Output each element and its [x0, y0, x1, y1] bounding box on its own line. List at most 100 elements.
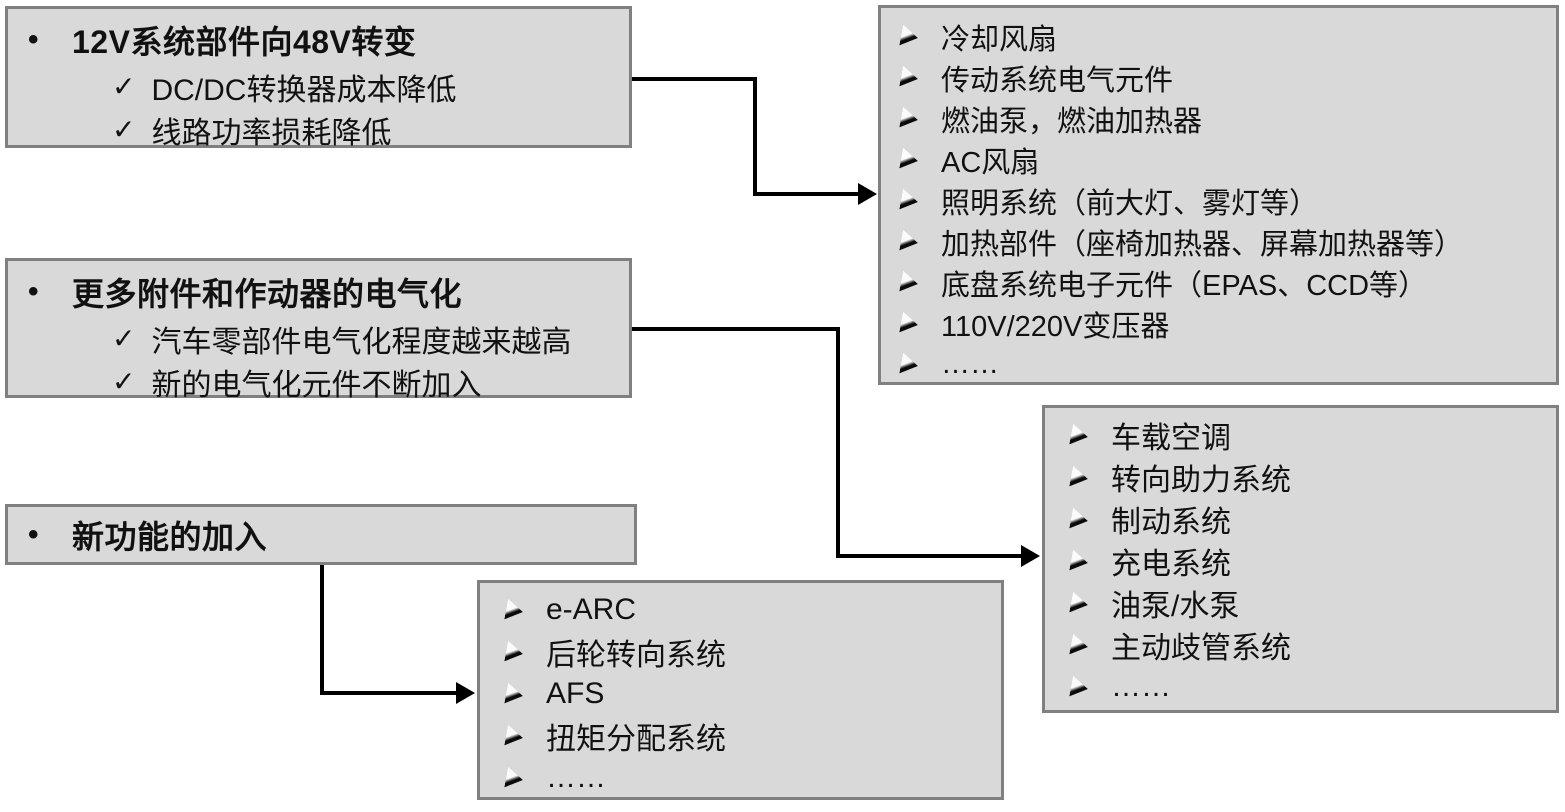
arrow-bullet-icon: [1069, 591, 1089, 615]
arrow-bullet-icon: [899, 107, 919, 131]
box-more-electrification: • 更多附件和作动器的电气化 ✓ 汽车零部件电气化程度越来越高 ✓ 新的电气化元件不断…: [5, 258, 632, 402]
list-item: 后轮转向系统: [480, 631, 1001, 673]
arrow-bullet-icon: [899, 189, 919, 213]
connector2-segment: [836, 554, 1022, 558]
list-item: 底盘系统电子元件（EPAS、CCD等）: [881, 262, 1556, 303]
list-item-label: 110V/220V变压器: [941, 310, 1170, 343]
arrow-bullet-icon: [504, 682, 524, 706]
arrow-bullet-icon: [1069, 465, 1089, 489]
box-new-functions: • 新功能的加入: [5, 504, 637, 565]
arrow-bullet-icon: [899, 271, 919, 295]
list-item: 车载空调: [1045, 414, 1556, 456]
list-item-label: 汽车零部件电气化程度越来越高: [151, 325, 572, 359]
list-item: 油泵/水泵: [1045, 582, 1556, 624]
arrow-bullet-icon: [504, 724, 524, 748]
list-item-label: 照明系统（前大灯、雾灯等）: [941, 187, 1319, 220]
list-item: ✓ 新的电气化元件不断加入: [8, 360, 629, 403]
list-item: AFS: [480, 673, 1001, 715]
list-item: AC风扇: [881, 139, 1556, 180]
box-title-row: • 新功能的加入: [8, 507, 634, 562]
list-item: 充电系统: [1045, 540, 1556, 582]
list-item-label: 制动系统: [1111, 506, 1231, 539]
arrow-bullet-icon: [899, 230, 919, 254]
arrow-bullet-icon: [1069, 423, 1089, 447]
connector3-arrowhead-icon: [456, 682, 475, 704]
list-item-label: 燃油泵，燃油加热器: [941, 105, 1203, 138]
arrow-bullet-icon: [899, 148, 919, 172]
dot-bullet-icon: •: [28, 275, 39, 308]
arrow-bullet-icon: [1069, 675, 1089, 699]
list-item-label: 底盘系统电子元件（EPAS、CCD等）: [941, 269, 1428, 302]
list-item: 110V/220V变压器: [881, 303, 1556, 344]
box-new-function-systems-list: e-ARC 后轮转向系统 AFS 扭矩分配系统 ……: [477, 580, 1004, 800]
list-item: ……: [1045, 666, 1556, 708]
list-item-label: 充电系统: [1111, 548, 1231, 581]
box-title-row: • 更多附件和作动器的电气化: [8, 267, 629, 317]
list-item-label: 冷却风扇: [941, 23, 1058, 56]
list-item-label: 传动系统电气元件: [941, 64, 1174, 97]
arrow-bullet-icon: [899, 66, 919, 90]
connector1-segment: [753, 77, 757, 196]
list-item-label: 线路功率损耗降低: [151, 116, 392, 150]
list-item: 燃油泵，燃油加热器: [881, 98, 1556, 139]
box-electrified-systems-list: 车载空调转向助力系统制动系统充电系统油泵/水泵主动歧管系统 ……: [1042, 405, 1559, 713]
list-item-label: 主动歧管系统: [1111, 632, 1291, 665]
list-item-label: e-ARC: [546, 593, 637, 626]
list-item-label: 后轮转向系统: [546, 639, 726, 672]
check-list: ✓ 汽车零部件电气化程度越来越高 ✓ 新的电气化元件不断加入: [8, 317, 629, 403]
arrow-bullet-icon: [899, 312, 919, 336]
list-item: ……: [480, 757, 1001, 799]
connector3-segment: [320, 691, 458, 695]
list-item-label: AFS: [546, 677, 605, 710]
list-item: ✓ 线路功率损耗降低: [8, 108, 629, 151]
connector1-segment: [632, 77, 757, 81]
connector2-segment: [632, 327, 840, 331]
list-item-label: DC/DC转换器成本降低: [151, 73, 457, 107]
check-list: ✓ DC/DC转换器成本降低 ✓ 线路功率损耗降低: [8, 65, 629, 151]
check-icon: ✓: [112, 113, 136, 145]
connector2-segment: [836, 327, 840, 558]
arrow-bullet-icon: [1069, 633, 1089, 657]
box-title: 更多附件和作动器的电气化: [72, 276, 463, 312]
box-48v-components-list: 冷却风扇传动系统电气元件燃油泵，燃油加热器 AC风扇照明系统（前大灯、雾灯等） 加热…: [878, 5, 1559, 385]
list-item-label: ……: [1111, 670, 1171, 703]
list-item: 冷却风扇: [881, 16, 1556, 57]
box-title: 新功能的加入: [72, 518, 268, 555]
list-item: ✓ DC/DC转换器成本降低: [8, 65, 629, 108]
list-item: 扭矩分配系统: [480, 715, 1001, 757]
list-item-label: 扭矩分配系统: [546, 723, 726, 756]
check-icon: ✓: [112, 365, 136, 397]
list-item-label: 新的电气化元件不断加入: [151, 368, 482, 402]
list-item: 制动系统: [1045, 498, 1556, 540]
list-item-label: ……: [941, 348, 999, 380]
connector3-segment: [320, 565, 324, 695]
list-item: 传动系统电气元件: [881, 57, 1556, 98]
connector1-arrowhead-icon: [858, 183, 877, 205]
arrow-bullet-icon: [504, 766, 524, 790]
list-item-label: 车载空调: [1111, 422, 1231, 455]
arrow-bullet-icon: [504, 640, 524, 664]
box-12v-to-48v: • 12V系统部件向48V转变 ✓ DC/DC转换器成本降低 ✓ 线路功率损耗降低: [5, 6, 632, 151]
connector2-arrowhead-icon: [1021, 545, 1040, 567]
arrow-bullet-icon: [899, 25, 919, 49]
arrow-bullet-icon: [1069, 549, 1089, 573]
list-item-label: ……: [546, 761, 606, 794]
check-icon: ✓: [112, 322, 136, 354]
arrow-bullet-icon: [899, 353, 919, 377]
dot-bullet-icon: •: [28, 23, 39, 56]
list-item: 照明系统（前大灯、雾灯等）: [881, 180, 1556, 221]
arrow-bullet-icon: [1069, 507, 1089, 531]
check-icon: ✓: [112, 70, 136, 102]
list-item-label: AC风扇: [941, 146, 1040, 179]
list-item: ✓ 汽车零部件电气化程度越来越高: [8, 317, 629, 360]
list-item-label: 加热部件（座椅加热器、屏幕加热器等）: [941, 228, 1464, 261]
box-title: 12V系统部件向48V转变: [72, 24, 417, 60]
arrow-bullet-icon: [504, 598, 524, 622]
dot-bullet-icon: •: [28, 517, 39, 551]
connector1-segment: [753, 192, 860, 196]
list-item: 加热部件（座椅加热器、屏幕加热器等）: [881, 221, 1556, 262]
list-item: 主动歧管系统: [1045, 624, 1556, 666]
list-item: ……: [881, 344, 1556, 385]
list-item-label: 转向助力系统: [1111, 464, 1291, 497]
